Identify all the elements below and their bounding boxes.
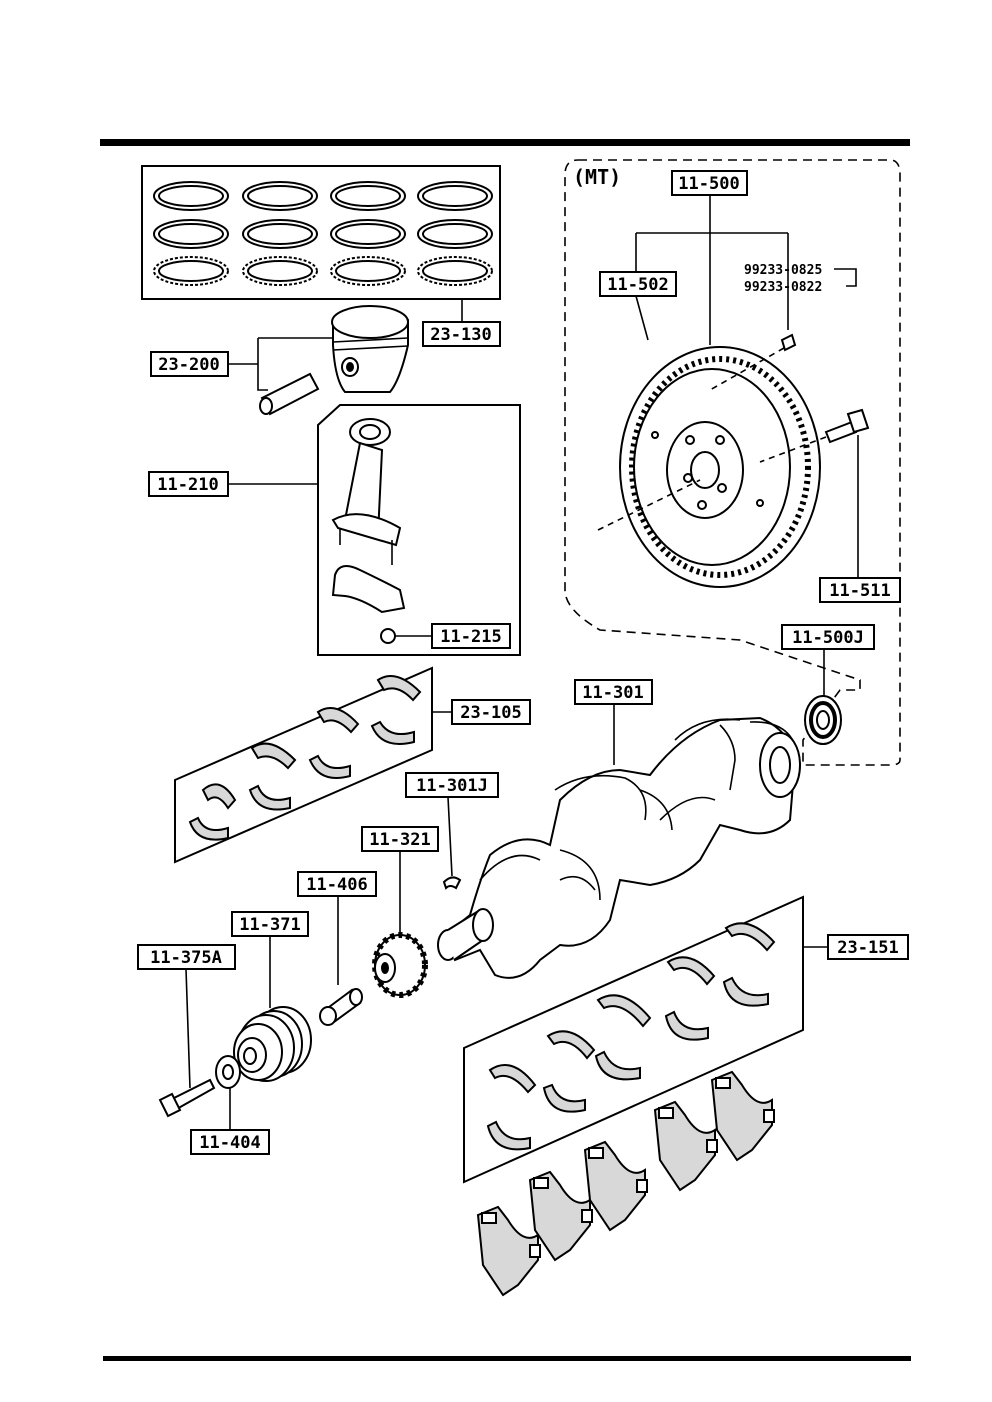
top-rule [100, 139, 910, 146]
callout-11-210[interactable] [148, 471, 229, 497]
callout-11-321[interactable] [361, 826, 439, 852]
callout-11-404[interactable] [190, 1129, 270, 1155]
callout-11-301j[interactable] [405, 772, 499, 798]
bolt-part-number-b: 99233-0822 [744, 280, 822, 295]
flywheel-group: (MT) 11-511 11-500 11-502 [564, 159, 901, 766]
callout-23-151-text: 23-151 [837, 938, 898, 958]
callout-23-105[interactable] [451, 699, 531, 725]
callout-11-511[interactable] [819, 577, 901, 603]
callout-23-200-text: 23-200 [158, 355, 219, 375]
conrod-bearings-group: 23-105 [174, 666, 531, 864]
main-bearing-shells [486, 922, 776, 1151]
dowel-pin [780, 333, 797, 352]
mt-label: (MT) [573, 165, 621, 189]
callout-11-215[interactable] [431, 623, 511, 649]
crankshaft-group: 11-301 11-301J [405, 679, 801, 979]
callout-11-406-text: 11-406 [306, 875, 367, 895]
connecting-rod-group: 11-210 11-215 [148, 404, 521, 656]
pulley-bolt-group: 11-375A 11-404 [137, 944, 270, 1155]
callout-11-210-text: 11-210 [157, 475, 218, 495]
main-bearing-caps [476, 1070, 775, 1297]
conrod-bearing-shells [188, 675, 422, 841]
conrod-cap [331, 565, 406, 614]
callout-11-321-text: 11-321 [369, 830, 430, 850]
piston-group: 23-200 [150, 305, 409, 416]
main-bearings-group: 23-151 [463, 895, 909, 1297]
callout-11-375a-text: 11-375A [150, 948, 222, 968]
spacer-group: 11-406 [297, 871, 377, 1026]
callout-23-105-text: 23-105 [460, 703, 521, 723]
piston-rings [153, 181, 493, 286]
callout-11-215-text: 11-215 [440, 627, 501, 647]
callout-11-500j-text: 11-500J [792, 628, 864, 648]
callout-11-406[interactable] [297, 871, 377, 897]
callout-11-500j[interactable] [781, 624, 875, 650]
callout-11-404-text: 11-404 [199, 1133, 260, 1153]
mt-dashed-region [564, 159, 901, 766]
timing-sprocket-group: 11-321 [361, 826, 439, 998]
callout-11-502[interactable] [599, 271, 677, 297]
callout-11-500-text: 11-500 [678, 174, 739, 194]
pulley-group: 11-371 [231, 911, 312, 1082]
conrod-bearings-box [174, 666, 433, 864]
callout-11-500[interactable] [671, 170, 748, 196]
callout-11-375a[interactable] [137, 944, 236, 970]
callout-23-130[interactable] [422, 321, 501, 347]
bottom-rule [103, 1356, 911, 1361]
callout-11-511-text: 11-511 [829, 581, 890, 601]
conrod-nut [380, 628, 396, 644]
callout-23-130-text: 23-130 [430, 325, 491, 345]
piston-rings-group: 23-130 [141, 165, 501, 347]
callout-11-371-text: 11-371 [239, 915, 300, 935]
callout-11-502-text: 11-502 [607, 275, 668, 295]
callout-23-151[interactable] [827, 934, 909, 960]
bolt-part-number-a: 99233-0825 [744, 263, 822, 278]
callout-11-301-text: 11-301 [582, 683, 643, 703]
callout-23-200[interactable] [150, 351, 229, 377]
crank-key [442, 876, 462, 890]
main-bearings-box [463, 895, 804, 1184]
callout-11-301j-text: 11-301J [416, 776, 488, 796]
